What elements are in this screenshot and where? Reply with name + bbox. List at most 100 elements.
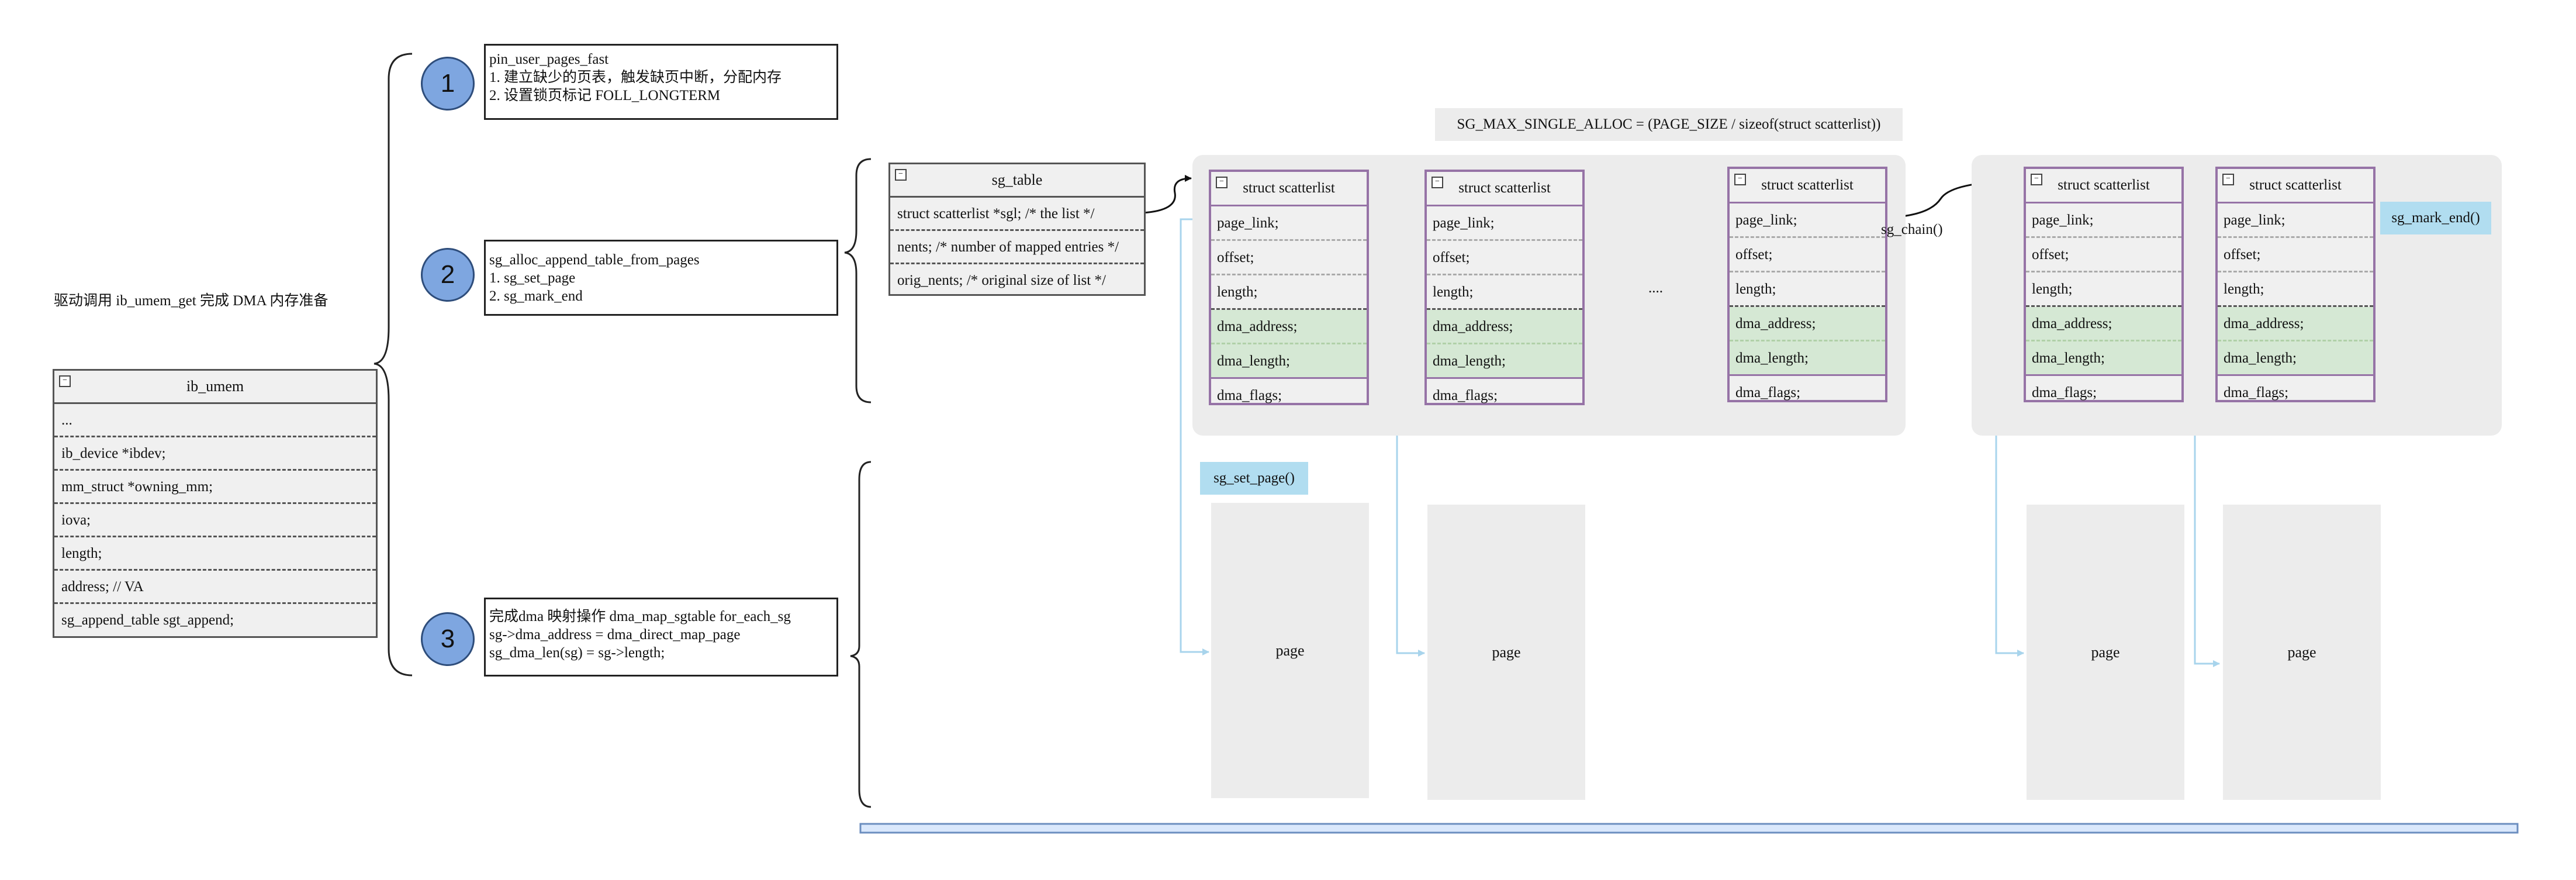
field-dma-address: dma_address;	[1730, 307, 1885, 341]
field-offset: offset;	[1211, 241, 1367, 275]
scatterlist-title: struct scatterlist	[1458, 180, 1551, 196]
page-label: page	[2287, 644, 2316, 661]
field-dma-address: dma_address;	[2218, 307, 2373, 341]
sg-chain-label: sg_chain()	[1881, 222, 1943, 237]
ib-umem-row: address; // VA	[54, 571, 376, 604]
page-block-1: page	[1211, 503, 1369, 798]
sg-table-header: − sg_table	[890, 164, 1144, 198]
scatterlist-1: − struct scatterlist page_link; offset; l…	[1209, 170, 1369, 405]
field-dma-address: dma_address;	[1427, 310, 1582, 344]
step-2-line: 2. sg_mark_end	[489, 288, 583, 304]
sg-table: − sg_table struct scatterlist *sgl; /* t…	[888, 163, 1146, 296]
field-offset: offset;	[1427, 241, 1582, 275]
field-page-link: page_link;	[2026, 203, 2181, 238]
field-dma-address: dma_address;	[2026, 307, 2181, 341]
field-length: length;	[1211, 275, 1367, 310]
page-label: page	[1492, 644, 1521, 661]
scatterlist-header: − struct scatterlist	[1427, 172, 1582, 206]
sg-table-row: orig_nents; /* original size of list */	[897, 272, 1106, 288]
field-length: length;	[1730, 272, 1885, 307]
ib-umem-table: − ib_umem ... ib_device *ibdev; mm_struc…	[53, 369, 378, 638]
ib-umem-row: ...	[54, 404, 376, 437]
ib-umem-title: ib_umem	[186, 378, 244, 395]
step-2-line: 1. sg_set_page	[489, 270, 576, 286]
scatterlist-header: − struct scatterlist	[1211, 172, 1367, 206]
field-dma-address: dma_address;	[1211, 310, 1367, 344]
field-offset: offset;	[1730, 238, 1885, 272]
sg-mark-end-label: sg_mark_end()	[2380, 202, 2491, 234]
field-dma-flags: dma_flags;	[1433, 388, 1498, 403]
field-page-link: page_link;	[1427, 206, 1582, 241]
step-3-line: sg_dma_len(sg) = sg->length;	[489, 645, 665, 661]
pages-brace	[850, 461, 872, 808]
scatterlist-title: struct scatterlist	[1761, 177, 1854, 193]
field-dma-flags: dma_flags;	[1217, 388, 1282, 403]
field-dma-length: dma_length;	[1730, 341, 1885, 376]
field-dma-length: dma_length;	[2218, 341, 2373, 376]
sg-max-label: SG_MAX_SINGLE_ALLOC = (PAGE_SIZE / sizeo…	[1435, 108, 1903, 141]
sg-set-page-label: sg_set_page()	[1200, 462, 1308, 495]
field-length: length;	[1427, 275, 1582, 310]
field-page-link: page_link;	[2218, 203, 2373, 238]
ib-umem-row: sg_append_table sgt_append;	[61, 612, 234, 628]
scatterlist-header: − struct scatterlist	[1730, 169, 1885, 203]
field-offset: offset;	[2218, 238, 2373, 272]
page-block-4: page	[2223, 505, 2381, 800]
ib-umem-row: length;	[54, 537, 376, 571]
field-page-link: page_link;	[1730, 203, 1885, 238]
step-1-line: pin_user_pages_fast	[489, 51, 609, 67]
step-2-badge: 2	[421, 248, 475, 302]
ib-umem-row: mm_struct *owning_mm;	[54, 471, 376, 504]
step-3-badge: 3	[421, 612, 475, 666]
scatterlist-header: − struct scatterlist	[2218, 169, 2373, 203]
sg-max-text: SG_MAX_SINGLE_ALLOC = (PAGE_SIZE / sizeo…	[1457, 116, 1881, 132]
field-dma-length: dma_length;	[2026, 341, 2181, 376]
scatterlist-title: struct scatterlist	[2249, 177, 2342, 193]
ib-umem-row: ib_device *ibdev;	[54, 437, 376, 471]
collapse-icon[interactable]: −	[1734, 174, 1746, 185]
sg-table-title: sg_table	[991, 171, 1043, 188]
step-1-line: 2. 设置锁页标记 FOLL_LONGTERM	[489, 88, 721, 103]
page-block-2: page	[1427, 505, 1585, 800]
step-2-line: sg_alloc_append_table_from_pages	[489, 252, 700, 268]
page-label: page	[1275, 642, 1305, 659]
collapse-icon[interactable]: −	[2031, 174, 2042, 185]
collapse-icon[interactable]: −	[1216, 177, 1228, 188]
page-block-3: page	[2027, 505, 2184, 800]
collapse-icon[interactable]: −	[1432, 177, 1443, 188]
field-length: length;	[2218, 272, 2373, 307]
sgl-arrow	[1142, 175, 1192, 214]
step-3-box: 完成dma 映射操作 dma_map_sgtable for_each_sg s…	[484, 598, 838, 677]
scatterlist-4: −struct scatterlist page_link; offset; l…	[2024, 167, 2184, 402]
step-1-box: pin_user_pages_fast 1. 建立缺少的页表，触发缺页中断，分配…	[484, 44, 838, 120]
step-3-line: 完成dma 映射操作 dma_map_sgtable for_each_sg	[489, 609, 791, 624]
field-length: length;	[2026, 272, 2181, 307]
step-1-badge: 1	[421, 57, 475, 111]
scatterlist-5: − struct scatterlist page_link; offset; l…	[2215, 167, 2376, 402]
field-dma-flags: dma_flags;	[1735, 385, 1801, 401]
field-dma-length: dma_length;	[1211, 344, 1367, 379]
sg-table-brace	[844, 158, 872, 403]
sg-table-row: struct scatterlist *sgl; /* the list */	[890, 198, 1144, 231]
collapse-icon[interactable]: −	[2222, 174, 2234, 185]
ib-umem-header: − ib_umem	[54, 371, 376, 404]
field-page-link: page_link;	[1211, 206, 1367, 241]
scatterlist-title: struct scatterlist	[1243, 180, 1335, 196]
sg-set-page-text: sg_set_page()	[1213, 470, 1295, 486]
field-dma-flags: dma_flags;	[2032, 385, 2097, 401]
scatterlist-header: − struct scatterlist	[2026, 169, 2181, 203]
scatterlist-2: − struct scatterlist page_link; offset; l…	[1424, 170, 1585, 405]
collapse-icon[interactable]: −	[59, 375, 71, 387]
scatterlist-title: struct scatterlist	[2058, 177, 2150, 193]
scatterlist-3: − struct scatterlist page_link; offset; l…	[1727, 167, 1887, 402]
collapse-icon[interactable]: −	[895, 169, 907, 181]
bottom-bar	[859, 823, 2519, 834]
intro-label: 驱动调用 ib_umem_get 完成 DMA 内存准备	[54, 293, 329, 309]
sg-table-row: nents; /* number of mapped entries */	[890, 231, 1144, 264]
field-dma-flags: dma_flags;	[2224, 385, 2289, 401]
step-2-box: sg_alloc_append_table_from_pages 1. sg_s…	[484, 240, 838, 316]
steps-brace	[374, 53, 413, 677]
step-1-line: 1. 建立缺少的页表，触发缺页中断，分配内存	[489, 70, 782, 85]
sg-mark-end-text: sg_mark_end()	[2391, 210, 2480, 226]
ellipsis-label: ....	[1648, 280, 1663, 296]
